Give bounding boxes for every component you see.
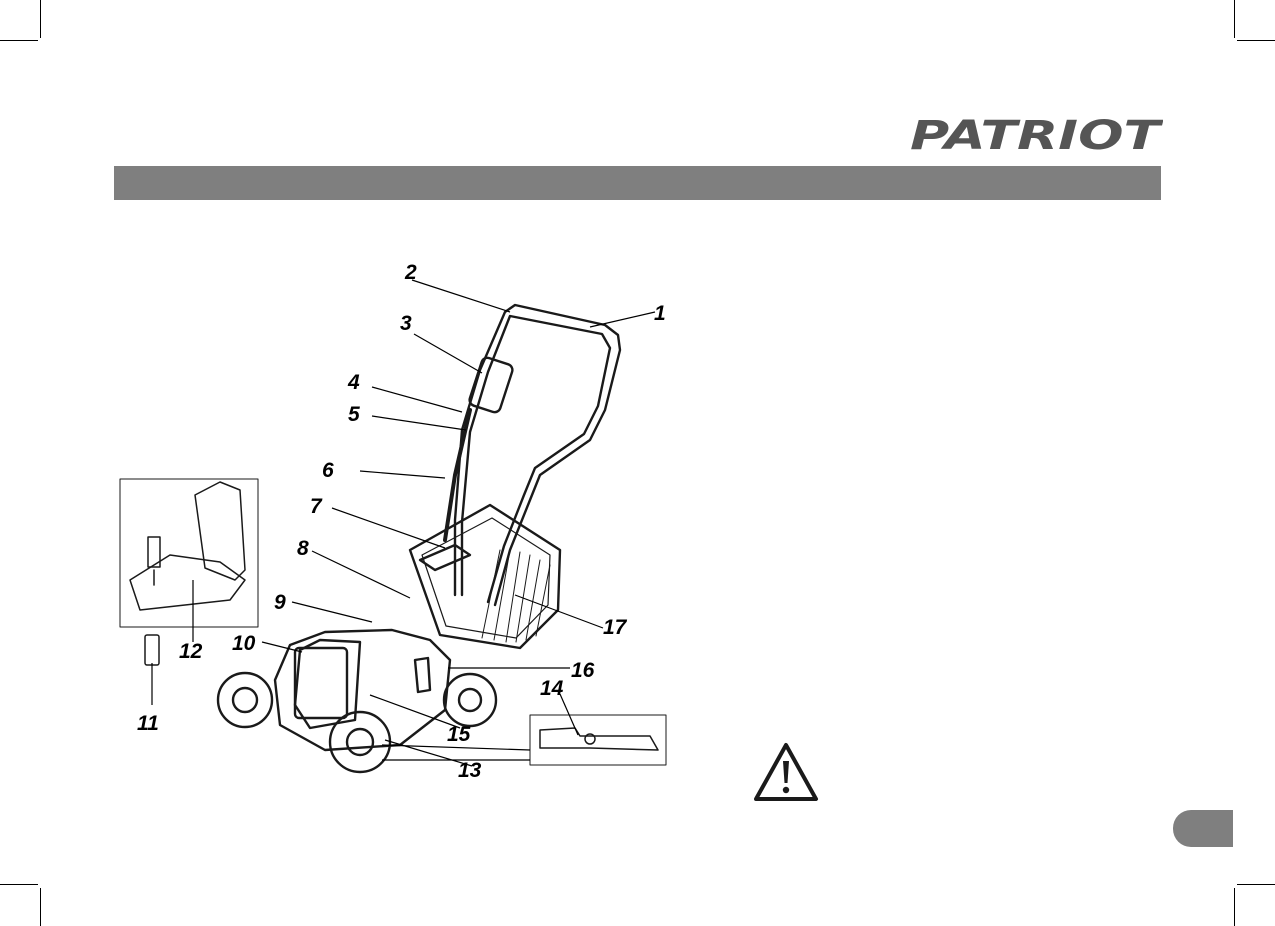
front-wheel-right [330,712,390,772]
callout-16: 16 [571,660,594,681]
crop-mark [0,40,38,41]
callout-6: 6 [322,460,334,481]
callout-2: 2 [405,262,417,283]
patriot-logo: PATRIOT [908,112,1163,156]
crop-mark [40,0,41,38]
crop-mark [1237,40,1275,41]
callout-17: 17 [603,617,626,638]
logo-text: PATRIOT [910,113,1163,156]
callout-1: 1 [654,303,666,324]
callout-14: 14 [540,678,563,699]
crop-mark [1234,0,1235,38]
rear-wheel [444,674,496,726]
callout-9: 9 [274,592,286,613]
crop-mark [1234,888,1235,926]
callout-11: 11 [137,713,159,734]
handle [455,305,620,605]
lawn-mower-diagram [110,250,680,790]
battery-pack [295,648,347,718]
callout-5: 5 [348,404,360,425]
callout-10: 10 [232,633,255,654]
callout-7: 7 [310,496,322,517]
height-lever [415,658,430,692]
warning-triangle-icon [752,741,820,803]
callout-4: 4 [348,372,360,393]
page-number-tab [1173,810,1233,847]
callout-8: 8 [297,538,309,559]
callout-12: 12 [179,641,202,662]
inset-blade [530,715,666,765]
crop-mark [1237,884,1275,885]
callout-3: 3 [400,313,412,334]
crop-mark [0,884,38,885]
front-wheel-left [218,673,272,727]
crop-mark [40,888,41,926]
callout-13: 13 [458,760,481,781]
safety-key [145,635,159,665]
section-header-bar [114,166,1161,200]
callout-15: 15 [447,724,470,745]
